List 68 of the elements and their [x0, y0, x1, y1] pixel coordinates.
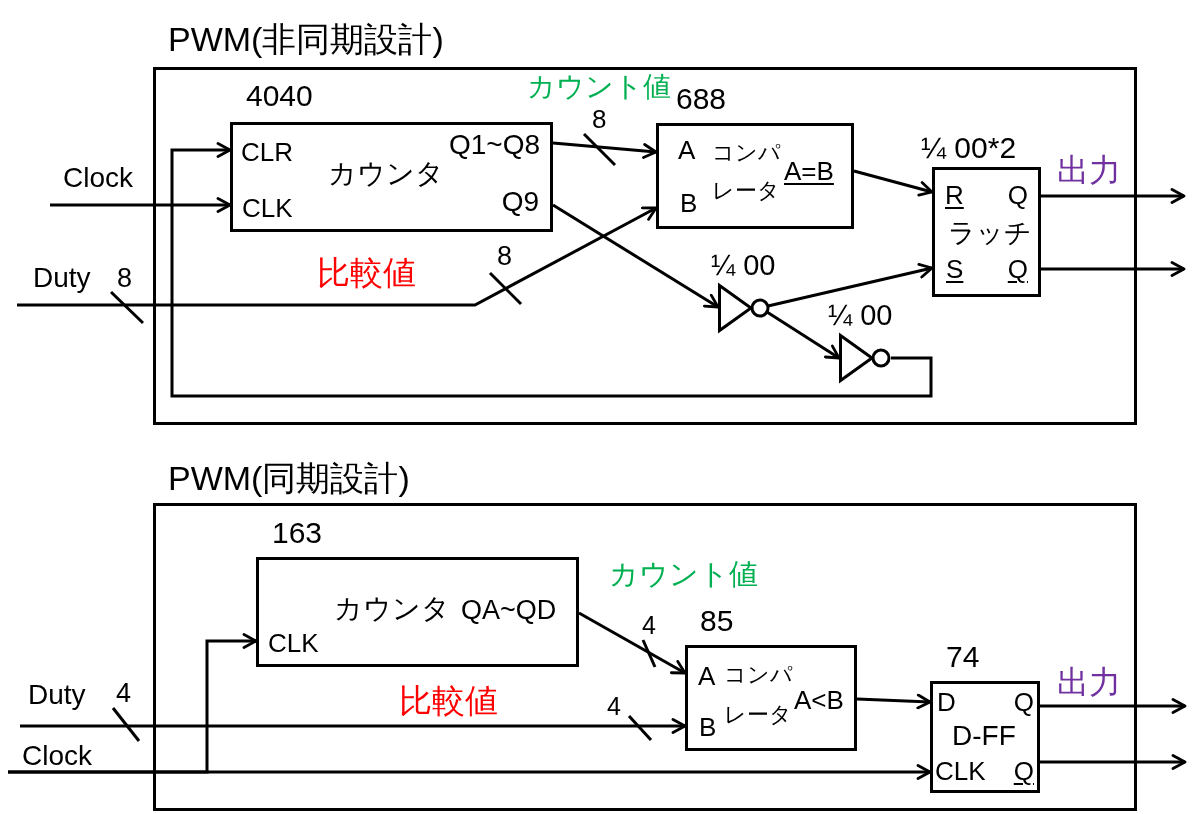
- pin-label: Q9: [501, 188, 539, 216]
- part-number: ¼ 00: [711, 251, 776, 280]
- pin-label: QA~QD: [461, 597, 557, 624]
- arrow: [50, 197, 232, 213]
- bus-width-label: 8: [497, 243, 513, 270]
- pin-label: CLR: [241, 139, 293, 165]
- block-label: コンパレータ: [724, 661, 794, 729]
- arrow: [766, 310, 841, 360]
- pin-label: A<B: [794, 687, 844, 713]
- pin-label: S: [946, 256, 964, 282]
- part-number: ¼ 00*2: [921, 133, 1017, 163]
- pin-label: B: [699, 714, 717, 740]
- bus-width-label: 4: [116, 680, 132, 707]
- pin-label: D: [937, 689, 956, 715]
- input-label: Duty: [28, 679, 86, 712]
- signal-label: カウント値: [609, 560, 758, 589]
- pin-label: CLK: [242, 195, 293, 221]
- pin-label: CLK: [268, 630, 319, 656]
- signal-label: カウント値: [527, 73, 671, 101]
- block-label: ラッチ: [948, 220, 1032, 247]
- input-label: Clock: [22, 745, 92, 768]
- arrow: [853, 169, 934, 197]
- pin-label: A: [698, 663, 716, 689]
- arrow: [767, 263, 934, 308]
- arrow: [17, 206, 658, 307]
- bus-width-label: 8: [117, 265, 133, 292]
- arrow: [8, 633, 258, 774]
- pin-label: Q: [1007, 256, 1028, 282]
- pin-label: Q1~Q8: [448, 131, 540, 159]
- pin-label: CLK: [935, 758, 986, 784]
- bus-width-label: 8: [592, 106, 607, 132]
- signal-label: 比較値: [317, 256, 416, 289]
- arrow: [552, 203, 720, 309]
- output-label: 出力: [1057, 154, 1121, 186]
- pin-label: R: [945, 182, 964, 208]
- input-label: Clock: [63, 164, 133, 192]
- arrow: [1040, 698, 1187, 714]
- block-label: カウンタ: [334, 595, 450, 623]
- arrow: [20, 718, 687, 734]
- arrow: [1041, 261, 1186, 277]
- frame-title: PWM(同期設計): [168, 461, 410, 495]
- block-label: コンパレータ: [712, 139, 782, 205]
- pin-label: Q: [1013, 758, 1034, 784]
- arrow: [170, 142, 933, 398]
- pin-label: A: [678, 137, 696, 163]
- arrow: [1040, 754, 1187, 770]
- arrow: [578, 611, 687, 675]
- bus-width-label: 4: [607, 694, 621, 719]
- block-label: カウンタ: [328, 160, 444, 188]
- output-label: 出力: [1057, 666, 1121, 698]
- arrow: [1041, 188, 1186, 204]
- signal-label: 比較値: [399, 684, 498, 717]
- arrow: [856, 693, 932, 710]
- input-label: Duty: [33, 264, 91, 292]
- bus-width-label: 4: [642, 613, 656, 638]
- part-number: ¼ 00: [828, 301, 893, 330]
- part-number: 163: [272, 518, 323, 548]
- part-number: 4040: [246, 81, 313, 111]
- part-number: 74: [946, 642, 980, 672]
- frame-title: PWM(非同期設計): [168, 22, 444, 56]
- pin-label: A=B: [784, 158, 834, 184]
- arrow: [552, 141, 658, 159]
- pin-label: Q: [1007, 182, 1028, 208]
- pin-label: B: [680, 190, 698, 216]
- pin-label: Q: [1013, 689, 1034, 715]
- part-number: 85: [700, 606, 734, 636]
- block-label: D-FF: [952, 722, 1016, 750]
- part-number: 688: [676, 84, 727, 114]
